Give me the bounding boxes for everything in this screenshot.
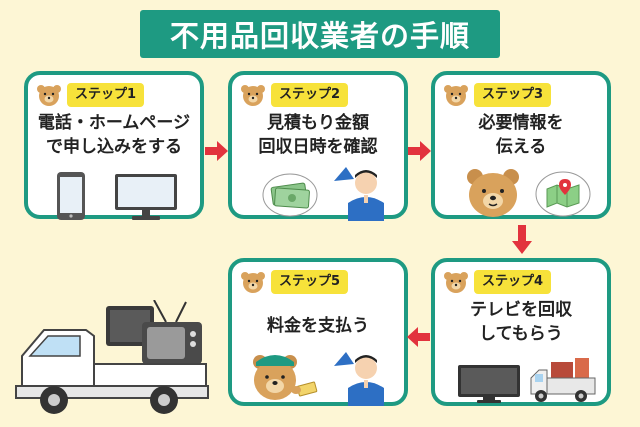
step-label: ステップ1	[67, 83, 145, 107]
step-description: テレビを回収 してもらう	[470, 300, 572, 344]
step-2-card: ステップ2 見積もり金額 回収日時を確認	[228, 71, 408, 221]
step-5-card: ステップ5 料金を支払う	[228, 258, 408, 406]
truck-icon	[530, 358, 596, 402]
bear-face-icon	[444, 85, 468, 106]
page-title: 不用品回収業者の手順	[140, 10, 500, 58]
step-3-card: ステップ3 必要情報を 伝える	[431, 71, 611, 219]
desktop-monitor-icon	[115, 174, 177, 220]
bear-face-icon	[241, 85, 265, 106]
arrow-right-icon	[205, 141, 228, 161]
bear-icon	[467, 169, 519, 217]
bear-face-icon	[241, 272, 265, 293]
worker-icon	[334, 167, 384, 221]
arrow-down-icon	[512, 225, 532, 254]
truck-with-tvs-icon	[15, 300, 209, 414]
step-label: ステップ3	[474, 83, 552, 107]
step-description: 必要情報を 伝える	[478, 113, 564, 157]
step-label: ステップ5	[271, 270, 349, 294]
arrow-left-icon	[407, 327, 430, 347]
tv-icon	[458, 365, 520, 403]
arrow-right-icon	[408, 141, 431, 161]
step-description: 料金を支払う	[267, 316, 369, 336]
bear-face-icon	[37, 85, 61, 106]
worker-icon	[334, 352, 384, 406]
map-icon	[535, 171, 591, 217]
cash-icon	[262, 173, 318, 217]
step-1-card: ステップ1 電話・ホームページ で申し込みをする	[24, 71, 204, 220]
step-label: ステップ4	[474, 270, 552, 294]
step-description: 見積もり金額 回収日時を確認	[258, 113, 378, 157]
bear-face-icon	[444, 272, 468, 293]
step-4-card: ステップ4 テレビを回収 してもらう	[431, 258, 611, 406]
bear-paying-icon	[253, 355, 318, 400]
step-description: 電話・ホームページ で申し込みをする	[37, 113, 191, 157]
smartphone-icon	[57, 172, 85, 220]
step-label: ステップ2	[271, 83, 349, 107]
